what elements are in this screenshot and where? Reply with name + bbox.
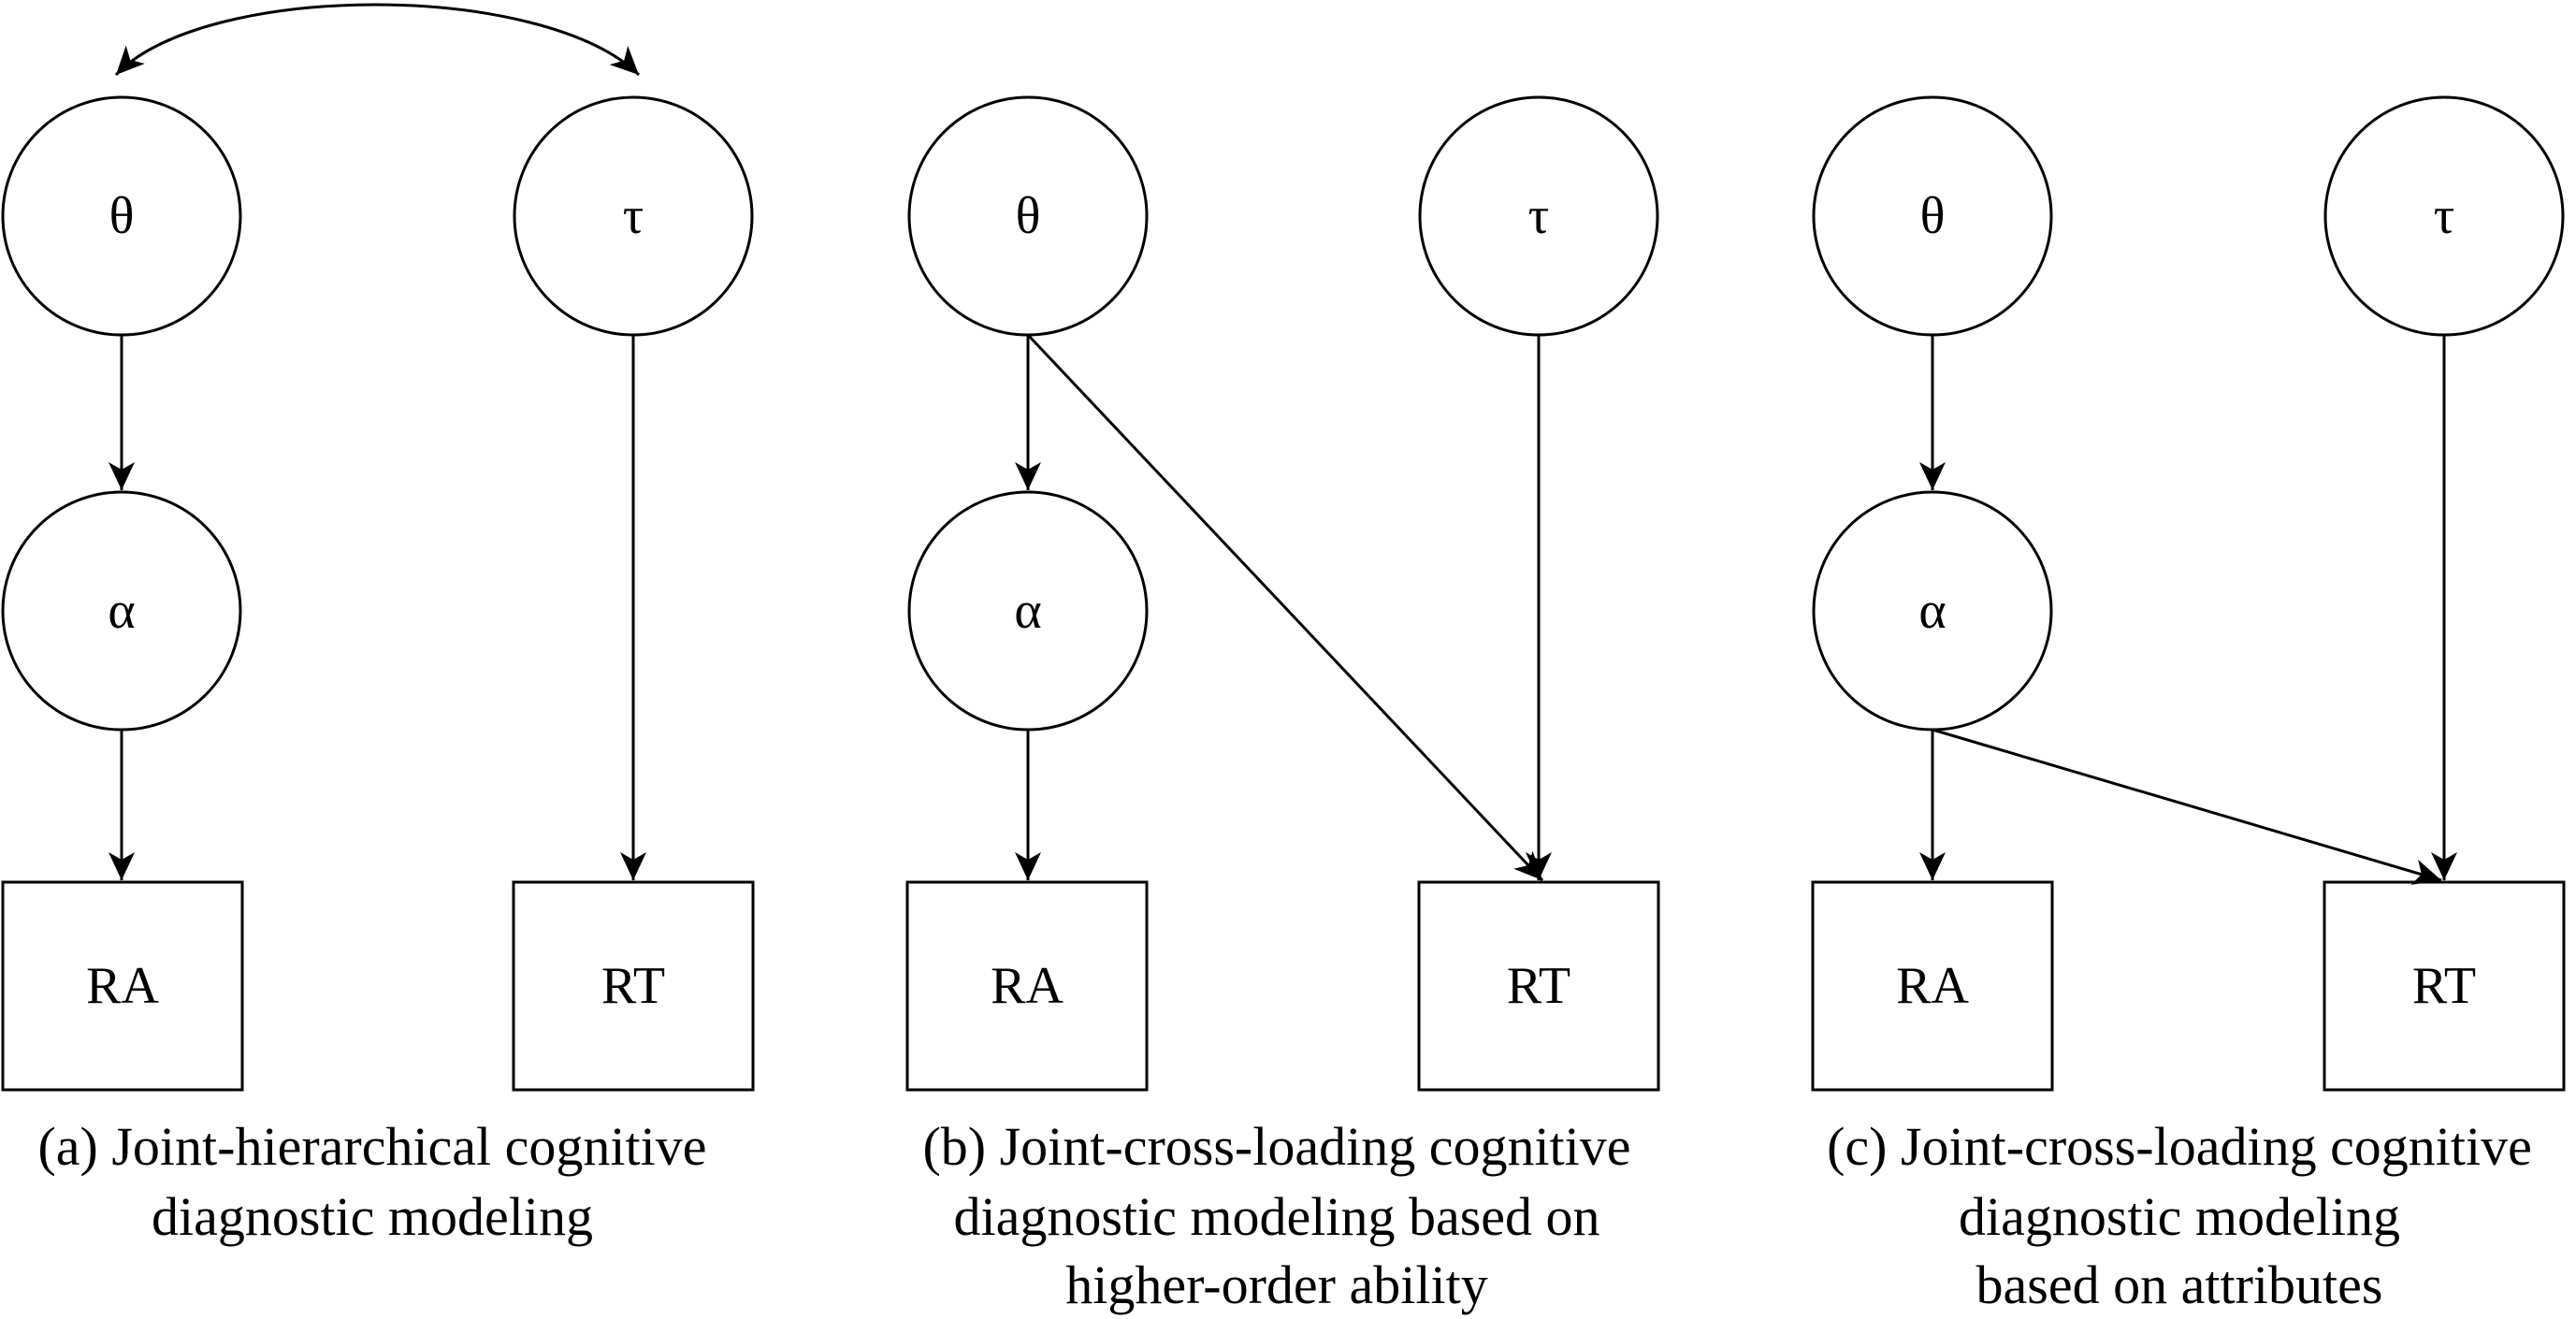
node-a-alpha-label: α	[108, 582, 135, 640]
caption-b-line-3: higher-order ability	[1065, 1254, 1487, 1315]
node-a-tau: τ	[513, 95, 754, 337]
node-a-alpha: α	[1, 490, 242, 732]
node-b-theta: θ	[907, 95, 1149, 337]
node-c-ra: RA	[1811, 880, 2054, 1092]
node-c-rt: RT	[2323, 880, 2566, 1092]
node-a-tau-label: τ	[623, 187, 644, 245]
edge-b-theta-rt	[1026, 333, 1544, 882]
edge-c-alpha-rt	[1932, 728, 2442, 885]
node-a-theta-label: θ	[109, 187, 135, 245]
edge-a-theta-tau-covariance	[114, 3, 641, 77]
node-b-rt: RT	[1417, 880, 1660, 1092]
caption-a-line-2: diagnostic modeling	[152, 1186, 593, 1247]
node-b-ra: RA	[905, 880, 1149, 1092]
node-a-ra-label: RA	[86, 957, 159, 1015]
panel-c: θ τ α RA RT (c) Joint-cross-loading cogn…	[1811, 95, 2566, 1315]
node-a-ra: RA	[1, 880, 244, 1092]
node-b-rt-label: RT	[1507, 957, 1570, 1015]
node-c-theta-label: θ	[1920, 187, 1946, 245]
node-b-tau: τ	[1418, 95, 1659, 337]
node-b-theta-label: θ	[1016, 187, 1041, 245]
caption-b-line-1: (b) Joint-cross-loading cognitive	[922, 1116, 1630, 1177]
node-a-theta: θ	[1, 95, 242, 337]
caption-c-line-3: based on attributes	[1976, 1254, 2383, 1315]
node-c-alpha-label: α	[1918, 582, 1946, 640]
node-c-alpha: α	[1812, 490, 2053, 732]
node-c-tau-label: τ	[2434, 187, 2455, 245]
node-c-tau: τ	[2323, 95, 2565, 337]
panel-b: θ τ α RA RT (b) Joint-cross-loading cogn…	[905, 95, 1660, 1315]
caption-b-line-2: diagnostic modeling based on	[953, 1186, 1599, 1247]
caption-a-line-1: (a) Joint-hierarchical cognitive	[37, 1116, 706, 1177]
node-b-tau-label: τ	[1528, 187, 1550, 245]
node-c-ra-label: RA	[1896, 957, 1969, 1015]
node-b-alpha: α	[907, 490, 1149, 732]
caption-c-line-2: diagnostic modeling	[1959, 1186, 2400, 1247]
node-c-theta: θ	[1812, 95, 2053, 337]
node-a-rt: RT	[512, 880, 755, 1092]
panel-a: θ τ α RA RT (a) Joint-hierarchical cogni…	[1, 3, 755, 1247]
node-b-alpha-label: α	[1014, 582, 1041, 640]
node-c-rt-label: RT	[2412, 957, 2476, 1015]
node-b-ra-label: RA	[991, 957, 1064, 1015]
node-a-rt-label: RT	[601, 957, 665, 1015]
caption-c-line-1: (c) Joint-cross-loading cognitive	[1827, 1116, 2532, 1177]
